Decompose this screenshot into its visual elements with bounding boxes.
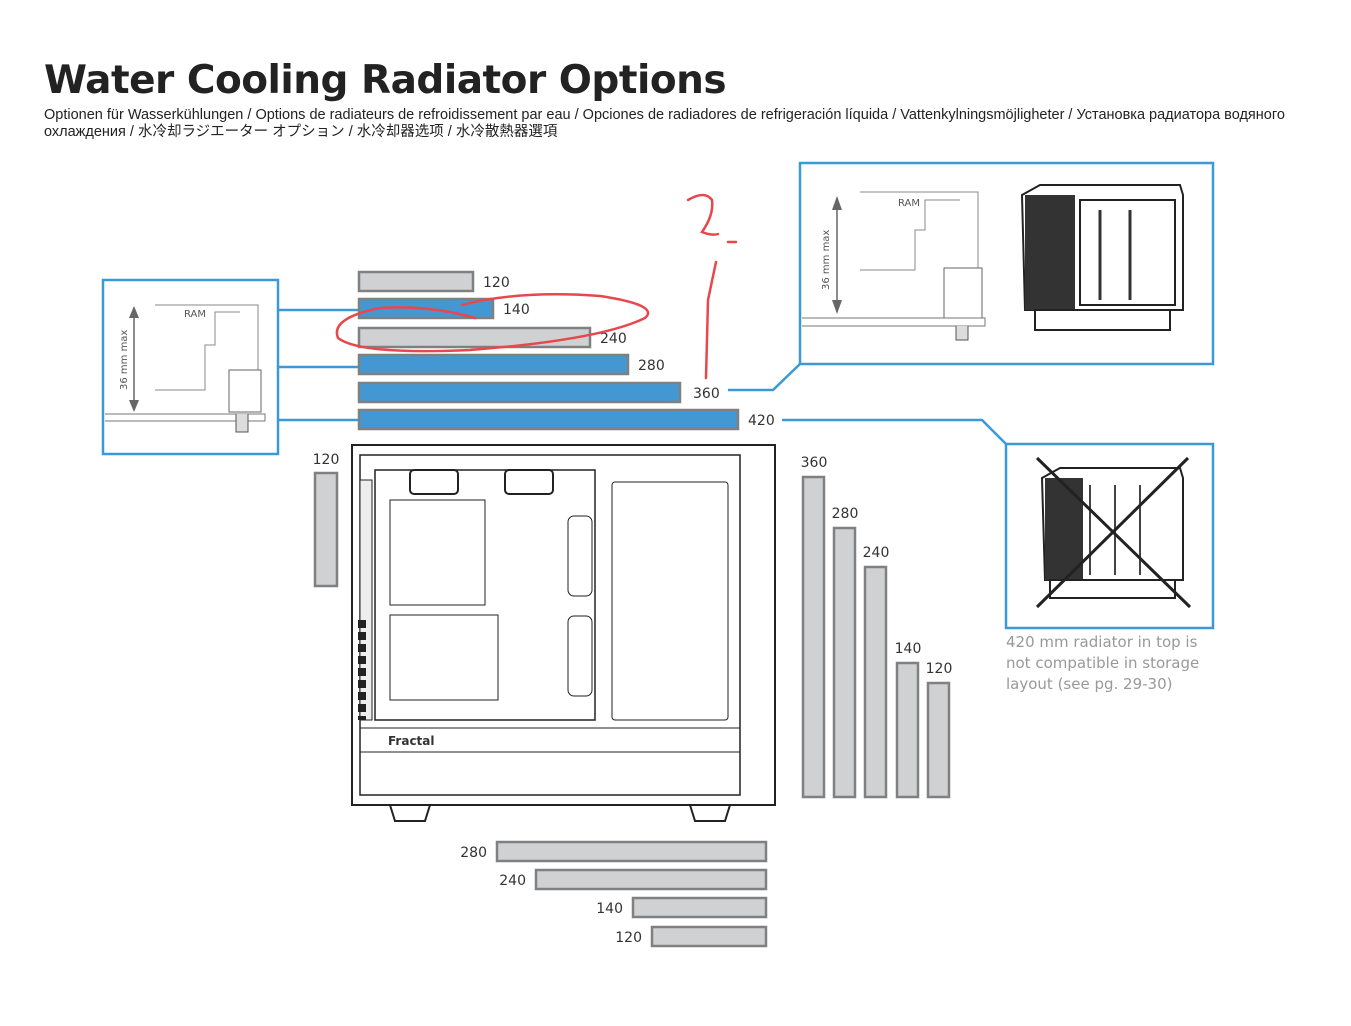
rear-radiator-120 — [313, 471, 339, 588]
bottom-radiator-120 — [650, 925, 768, 948]
bottom-radiator-280 — [495, 840, 768, 863]
page-title: Water Cooling Radiator Options — [44, 58, 727, 103]
top-radiator-360 — [357, 381, 682, 404]
clearance-label: 36 mm max — [119, 330, 130, 390]
radiator-size-label: 120 — [615, 930, 642, 946]
radiator-size-label: 360 — [801, 455, 828, 471]
bottom-radiator-140 — [631, 896, 768, 919]
ram-label: RAM — [184, 309, 206, 320]
radiator-size-label: 120 — [926, 661, 953, 677]
front-radiator-240 — [863, 565, 888, 799]
page-subtitle: Optionen für Wasserkühlungen / Options d… — [44, 107, 1285, 140]
radiator-size-label: 120 — [313, 452, 340, 468]
top-radiator-240 — [357, 326, 592, 349]
radiator-size-label: 280 — [638, 358, 665, 374]
top-radiator-280 — [357, 353, 630, 376]
top-radiator-420 — [357, 408, 740, 431]
clearance-label: 36 mm max — [821, 230, 832, 290]
question-mark-icon — [686, 193, 738, 244]
case-side-view: Fractal — [351, 444, 776, 822]
case-brand-logo: Fractal — [388, 734, 435, 748]
front-radiator-140 — [895, 661, 920, 799]
callout-lines — [278, 308, 1007, 445]
radiator-size-label: 240 — [499, 873, 526, 889]
radiator-size-label: 120 — [483, 275, 510, 291]
radiator-size-label: 240 — [600, 331, 627, 347]
bottom-radiator-240 — [534, 868, 768, 891]
storage-layout-callout — [1004, 442, 1215, 630]
radiator-size-label: 280 — [832, 506, 859, 522]
ram-label: RAM — [898, 198, 920, 209]
radiator-size-label: 360 — [693, 386, 720, 402]
cross-icon — [1035, 456, 1192, 609]
front-radiator-120 — [926, 681, 951, 799]
ram-clearance-callout-right: RAM 36 mm max — [798, 161, 1215, 366]
storage-compatibility-note: 420 mm radiator in top is not compatible… — [1006, 633, 1200, 693]
case-open-view-image — [1020, 184, 1184, 331]
radiator-size-label: 140 — [503, 302, 530, 318]
handwritten-annotation — [335, 193, 738, 380]
radiator-size-label: 140 — [596, 901, 623, 917]
front-radiator-360 — [801, 475, 826, 799]
ram-clearance-callout-left: RAM 36 mm max — [101, 278, 280, 456]
radiator-size-label: 140 — [895, 641, 922, 657]
radiator-size-label: 240 — [863, 545, 890, 561]
top-radiator-120 — [357, 270, 475, 293]
front-radiator-280 — [832, 526, 857, 799]
radiator-size-label: 280 — [460, 845, 487, 861]
radiator-size-label: 420 — [748, 413, 775, 429]
